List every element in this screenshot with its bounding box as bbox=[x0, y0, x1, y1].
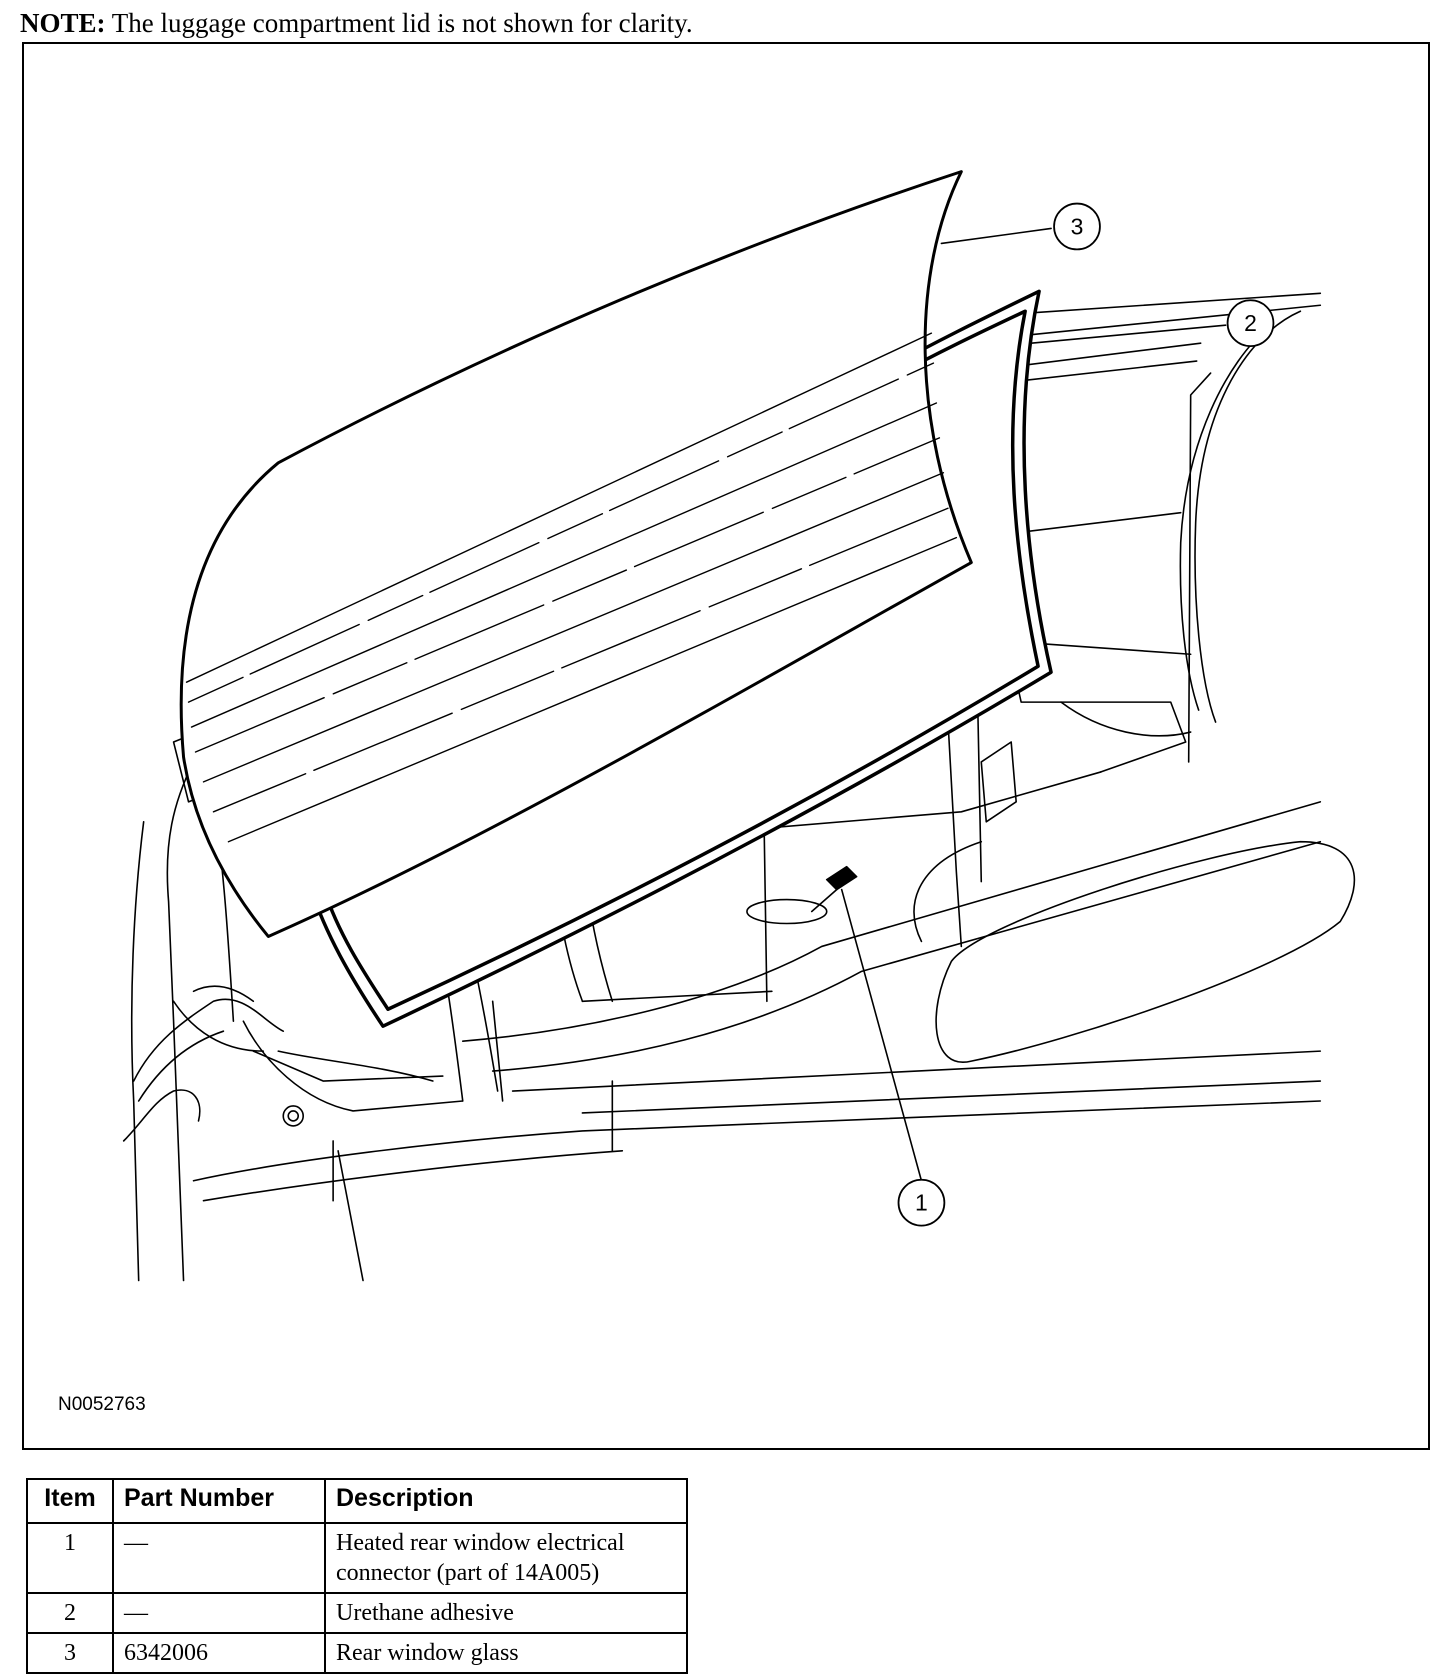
row-item: 2 bbox=[26, 1592, 114, 1634]
callout-1-label: 1 bbox=[915, 1190, 928, 1216]
callout-2-label: 2 bbox=[1244, 310, 1257, 336]
callout-1: 1 bbox=[897, 1178, 946, 1227]
note: NOTE: The luggage compartment lid is not… bbox=[20, 6, 693, 40]
rear-window-glass bbox=[179, 170, 973, 938]
parts-table: Item Part Number Description 1 — Heated … bbox=[26, 1478, 688, 1674]
row-part-number: — bbox=[112, 1592, 326, 1634]
callout-leaders bbox=[840, 227, 1227, 1182]
note-text: The luggage compartment lid is not shown… bbox=[111, 8, 693, 38]
row-item: 3 bbox=[26, 1632, 114, 1674]
callout-2: 2 bbox=[1226, 299, 1275, 348]
row-part-number: — bbox=[112, 1522, 326, 1594]
defroster-grid-lines bbox=[185, 332, 958, 843]
callout-3-label: 3 bbox=[1071, 213, 1084, 239]
illustration-frame: 3 2 1 N0052763 bbox=[22, 42, 1430, 1450]
row-description: Urethane adhesive bbox=[324, 1592, 688, 1634]
row-description: Rear window glass bbox=[324, 1632, 688, 1674]
note-label: NOTE: bbox=[20, 8, 106, 38]
rear-window-illustration: 3 2 1 bbox=[122, 170, 1356, 1282]
row-part-number: 6342006 bbox=[112, 1632, 326, 1674]
figure-id: N0052763 bbox=[58, 1394, 146, 1415]
heated-rear-window-connector bbox=[810, 865, 858, 913]
row-item: 1 bbox=[26, 1522, 114, 1594]
table-row: 2 — Urethane adhesive bbox=[26, 1592, 688, 1634]
callout-3: 3 bbox=[1053, 202, 1101, 251]
header-part-number: Part Number bbox=[112, 1478, 326, 1524]
table-header-row: Item Part Number Description bbox=[26, 1478, 688, 1524]
header-description: Description bbox=[324, 1478, 688, 1524]
header-item: Item bbox=[26, 1478, 114, 1524]
table-row: 3 6342006 Rear window glass bbox=[26, 1632, 688, 1674]
table-row: 1 — Heated rear window electrical connec… bbox=[26, 1522, 688, 1594]
row-description: Heated rear window electrical connector … bbox=[324, 1522, 688, 1594]
